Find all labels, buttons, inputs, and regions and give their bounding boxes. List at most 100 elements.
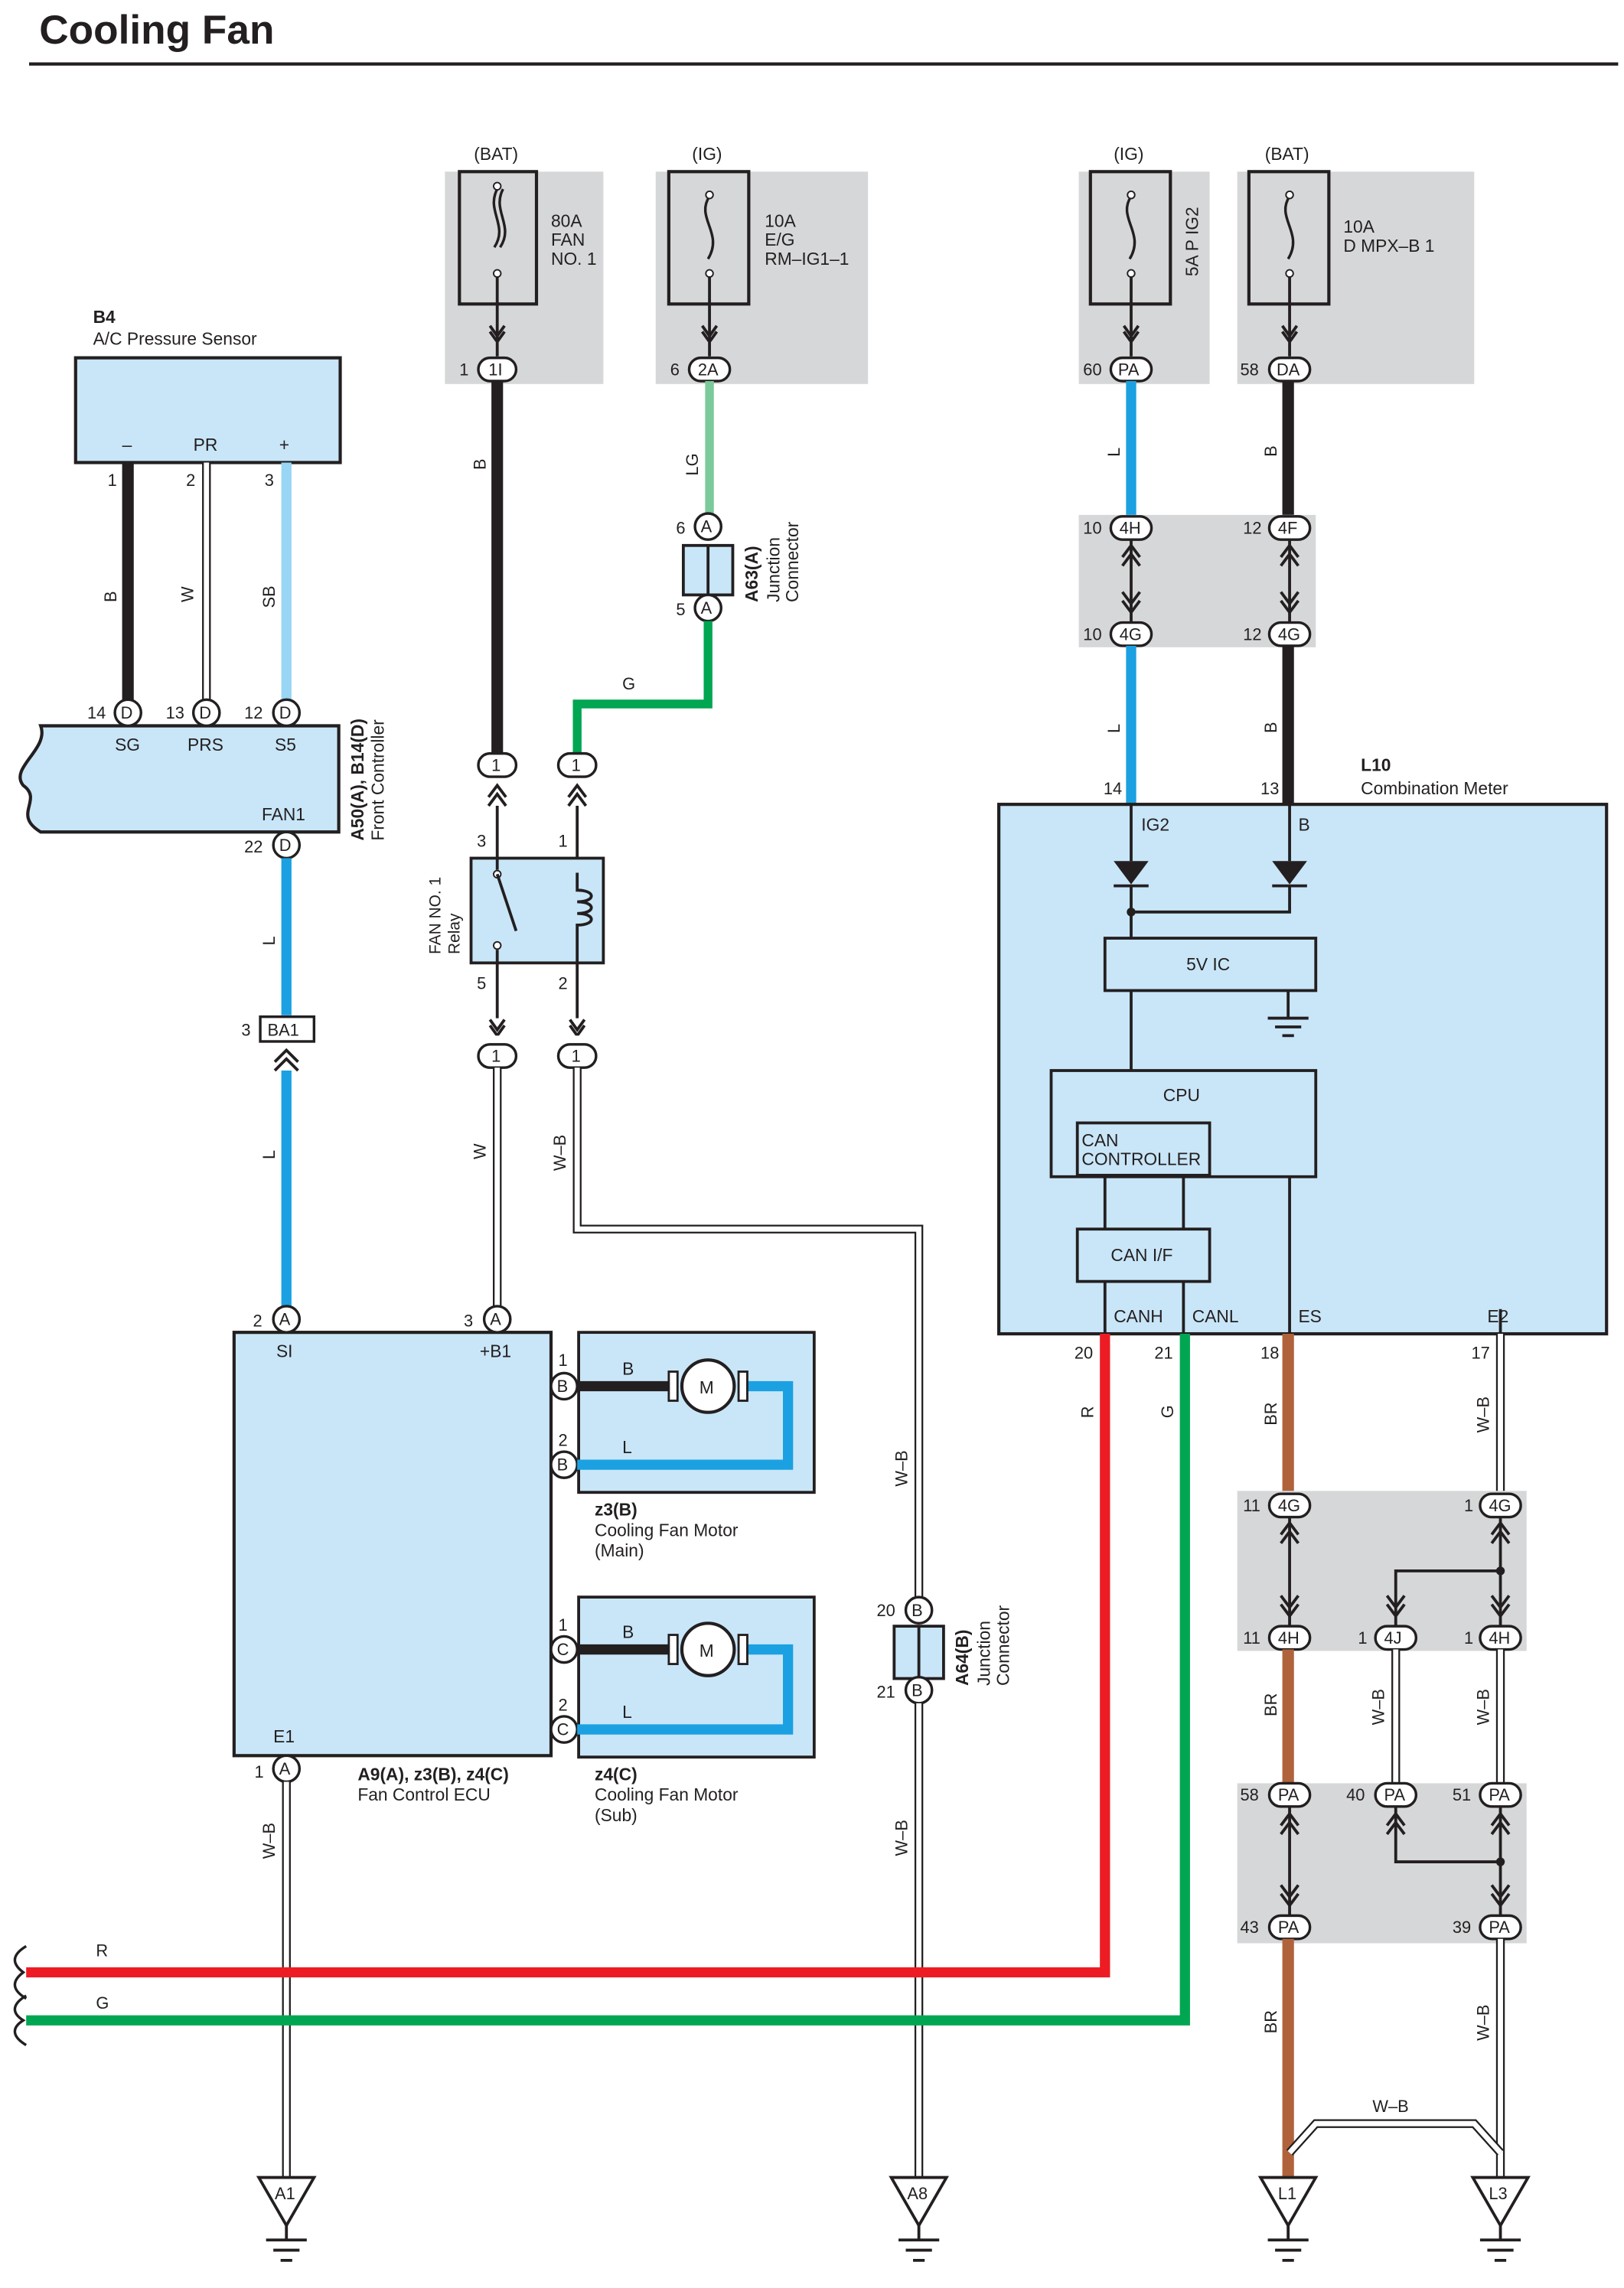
wire-label-wb-relay: W–B — [550, 1135, 569, 1171]
meter-cpu: CPU — [1163, 1085, 1200, 1105]
ecu-pin-main2: 2 — [558, 1430, 567, 1449]
fuse-fan1-rating: 80A — [551, 211, 582, 231]
ecu-pin-sub1: 1 — [558, 1615, 567, 1635]
fc-term-prs: PRS — [188, 735, 223, 755]
svg-text:4F: 4F — [1278, 519, 1297, 538]
svg-text:43: 43 — [1240, 1918, 1258, 1937]
fuse-fan1-pin: 1 — [459, 360, 468, 379]
svg-text:L3: L3 — [1489, 2184, 1507, 2203]
wire-label-wb-a64a: W–B — [892, 1450, 911, 1486]
meter-term-ig2: IG2 — [1141, 814, 1169, 834]
a63-pin-top: 6 — [676, 519, 685, 538]
junction-a64: 20 B 21 B A64(B) Junction Connector — [877, 1595, 1013, 1705]
ecu-term-si: SI — [276, 1341, 293, 1361]
front-controller: 14 13 12 SG PRS S5 FAN1 22 A50(A), B14(D… — [18, 703, 388, 856]
wire-wb-span — [1286, 2119, 1504, 2156]
meter-can-controller-1: CAN — [1081, 1130, 1118, 1150]
fuse-eg-source: (IG) — [692, 144, 722, 164]
fuse-eg-line2: RM–IG1–1 — [765, 249, 849, 269]
a64-name2: Connector — [993, 1605, 1013, 1686]
meter-term-b: B — [1298, 814, 1309, 834]
svg-text:1: 1 — [491, 755, 501, 774]
svg-text:51: 51 — [1453, 1785, 1471, 1804]
motor-main-wire-l: L — [622, 1437, 632, 1457]
cooling-fan-motor-sub: M B L z4(C) Cooling Fan Motor (Sub) — [577, 1595, 816, 1825]
meter-pin-canl: 21 — [1154, 1343, 1172, 1362]
ecu-pin-b1: 3 — [464, 1312, 473, 1331]
svg-text:11: 11 — [1243, 1628, 1260, 1648]
svg-text:D: D — [279, 703, 292, 722]
wire-label-b-meter2: B — [1261, 722, 1280, 733]
relay-name1: FAN NO. 1 — [427, 877, 445, 954]
meter-pin-ig2: 14 — [1104, 779, 1122, 798]
wire-label-br2: BR — [1261, 1693, 1280, 1716]
fuse-dmpx-source: (BAT) — [1265, 144, 1309, 164]
motor-main-symbol: M — [699, 1377, 714, 1397]
svg-text:PA: PA — [1278, 1785, 1300, 1804]
ecu-pin-sub2: 2 — [558, 1695, 567, 1714]
meter-code: L10 — [1361, 755, 1391, 774]
fuse-ig2: (IG) 5A P IG2 60 PA — [1078, 144, 1210, 384]
wire-label-wb-span: W–B — [1372, 2097, 1408, 2116]
sensor-term-neg: – — [122, 435, 132, 455]
wire-wb-relay-a64 — [572, 1067, 924, 1598]
svg-text:B: B — [557, 1377, 569, 1396]
svg-text:L1: L1 — [1278, 2184, 1296, 2203]
svg-text:1: 1 — [572, 755, 581, 774]
wire-label-wb-a64b: W–B — [892, 1820, 911, 1856]
fc-name: Front Controller — [368, 719, 388, 841]
ecu-term-e1: E1 — [273, 1726, 295, 1746]
svg-text:PA: PA — [1489, 1785, 1510, 1804]
motor-main-name: Cooling Fan Motor — [595, 1520, 739, 1540]
ac-pressure-sensor: B4 A/C Pressure Sensor – PR + 1 2 3 — [73, 307, 342, 490]
meter-name: Combination Meter — [1361, 778, 1508, 798]
meter-pin-b: 13 — [1260, 779, 1279, 798]
fuse-fan1-line1: FAN — [551, 230, 585, 249]
meter-can-if: CAN I/F — [1110, 1245, 1172, 1265]
svg-text:4G: 4G — [1278, 624, 1300, 644]
wire-label-w-sensor: W — [178, 586, 197, 602]
fc-pin-14: 14 — [87, 703, 106, 722]
svg-text:A: A — [701, 598, 713, 618]
wire-label-br1: BR — [1261, 1402, 1280, 1425]
svg-text:D: D — [121, 703, 133, 722]
wire-label-wb-l: W–B — [1473, 2005, 1492, 2041]
wire-label-r: R — [1078, 1406, 1097, 1419]
fuse-eg-conn: 2A — [698, 360, 719, 379]
motor-sub-wire-l: L — [622, 1702, 632, 1722]
fuse-dmpx: (BAT) 10A D MPX–B 1 58 DA — [1237, 144, 1475, 384]
svg-text:A: A — [279, 1310, 291, 1329]
fuse-ig2-label: 5A P IG2 — [1182, 207, 1202, 276]
fuse-fan1-source: (BAT) — [474, 144, 518, 164]
svg-text:10: 10 — [1083, 519, 1101, 538]
junction-block-4g-4h-4j: 11 4G 1 4G 11 4H 1 4J 1 4H — [1237, 1491, 1527, 1651]
meter-pin-e2: 17 — [1472, 1343, 1490, 1362]
wire-label-wb-e1: W–B — [259, 1823, 279, 1859]
fuse-eg-pin: 6 — [670, 360, 680, 379]
fan-control-ecu: 2 3 SI +B1 E1 1 A9(A), z3(B), z4(C) Fan … — [232, 1312, 568, 1804]
wire-label-g: G — [1158, 1405, 1177, 1418]
ecu-connectors: A A B B C C A — [272, 1305, 579, 1784]
fc-term-fan1: FAN1 — [262, 804, 305, 824]
wire-label-wb-h: W–B — [1473, 1689, 1492, 1725]
svg-text:4G: 4G — [1489, 1496, 1511, 1515]
motor-main-wire-b: B — [622, 1358, 634, 1378]
svg-text:A: A — [279, 1759, 291, 1778]
motor-sub-sub: (Sub) — [595, 1805, 638, 1825]
svg-text:B: B — [557, 1455, 569, 1475]
ground-l1: L1 — [1257, 2176, 1319, 2262]
page-title: Cooling Fan — [39, 8, 274, 53]
svg-text:A8: A8 — [907, 2184, 928, 2203]
ecu-pin-e1: 1 — [254, 1762, 263, 1781]
wire-label-l-ba1: L — [259, 1150, 279, 1159]
wire-label-b-sensor: B — [101, 591, 120, 602]
wire-label-l-fan1: L — [259, 936, 279, 945]
a63-name2: Connector — [782, 521, 802, 602]
relay-pin-5: 5 — [477, 974, 486, 993]
svg-text:4J: 4J — [1384, 1628, 1402, 1648]
fuse-fan1-conn: 1I — [488, 360, 502, 379]
svg-text:1: 1 — [1358, 1628, 1367, 1648]
connector-ba1: 3 BA1 — [241, 1015, 316, 1072]
sensor-name: A/C Pressure Sensor — [93, 328, 257, 348]
